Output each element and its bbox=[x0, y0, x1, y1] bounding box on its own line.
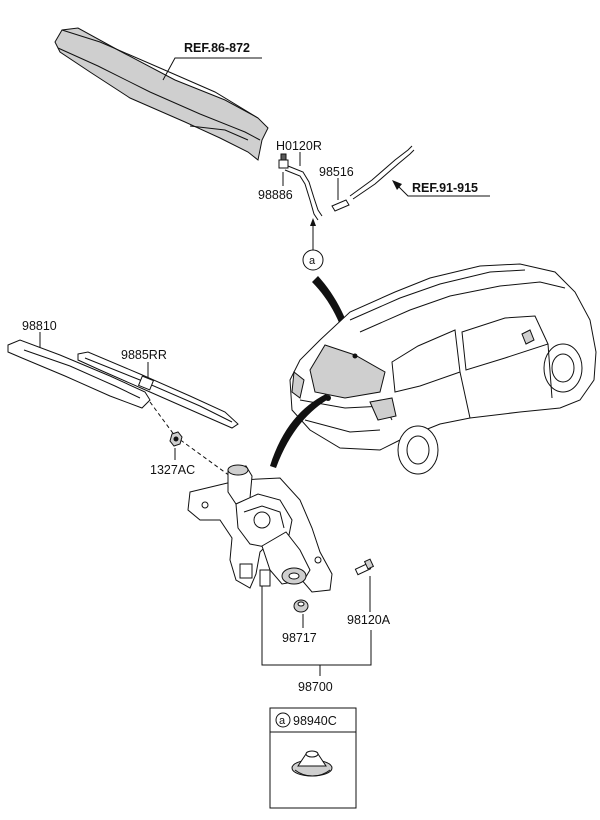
rear-spoiler bbox=[54, 27, 269, 161]
callout-a-text: a bbox=[309, 255, 316, 267]
washer-hose-assembly bbox=[278, 145, 415, 250]
connector-label[interactable]: 98516 bbox=[319, 165, 354, 179]
motor-arrow bbox=[270, 394, 330, 468]
nut-label[interactable]: 1327AC bbox=[150, 463, 195, 477]
cap-part bbox=[293, 599, 309, 613]
inset-box bbox=[269, 707, 357, 809]
wiper-blade-label[interactable]: 9885RR bbox=[121, 348, 167, 362]
callout-a-circle bbox=[302, 249, 324, 271]
hose-joint-label[interactable]: H0120R bbox=[276, 139, 322, 153]
ref-spoiler-label[interactable]: REF.86-872 bbox=[184, 41, 250, 55]
ref-spoiler-leader bbox=[162, 57, 262, 81]
wiper-motor bbox=[187, 464, 333, 593]
cap-label[interactable]: 98717 bbox=[282, 631, 317, 645]
vehicle-illustration bbox=[289, 263, 597, 475]
wiper-arm-label[interactable]: 98810 bbox=[22, 319, 57, 333]
wiper-blade bbox=[77, 351, 239, 429]
ref-hose-label[interactable]: REF.91-915 bbox=[412, 181, 478, 195]
bolt-label[interactable]: 98120A bbox=[347, 613, 391, 627]
nozzle-label[interactable]: 98886 bbox=[258, 188, 293, 202]
bolt-part bbox=[354, 558, 375, 576]
wiper-arm bbox=[7, 339, 151, 409]
inset-callout-a: a bbox=[279, 715, 286, 727]
connector-part bbox=[331, 199, 350, 212]
motor-assy-bracket bbox=[261, 586, 372, 666]
nozzle-part bbox=[278, 159, 289, 169]
nut-part bbox=[169, 431, 183, 447]
motor-assy-label[interactable]: 98700 bbox=[298, 680, 333, 694]
grommet-label[interactable]: 98940C bbox=[293, 714, 337, 728]
